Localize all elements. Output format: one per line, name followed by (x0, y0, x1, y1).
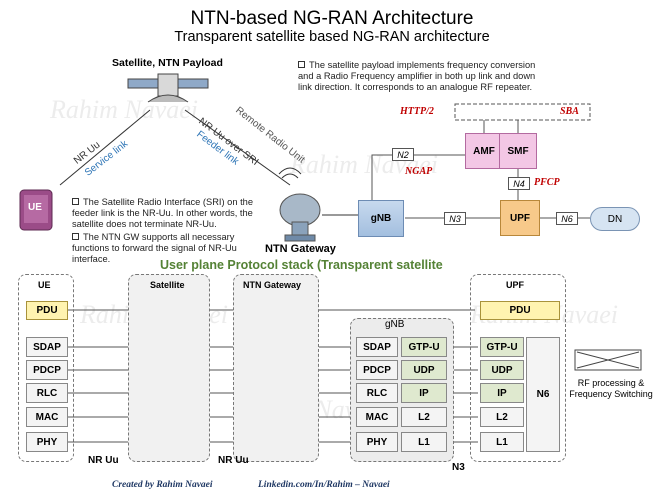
ue-layer-pdu: PDU (26, 301, 68, 320)
gnb-layer-sdap: SDAP (356, 337, 398, 357)
stack-satellite-label: Satellite (150, 280, 185, 290)
gnb-layer-rlc: RLC (356, 383, 398, 403)
sba-label: SBA (560, 106, 579, 117)
nr-uu-stack-label-2: NR Uu (218, 455, 249, 466)
upf-layer-l2: L2 (480, 407, 524, 427)
rf-switch-legend-icon (574, 349, 642, 371)
pfcp-label: PFCP (534, 177, 560, 188)
http2-label: HTTP/2 (400, 106, 434, 117)
gnb-layer-pdcp: PDCP (356, 360, 398, 380)
satellite-label: Satellite, NTN Payload (112, 57, 223, 69)
n2-interface-label: N2 (392, 148, 414, 161)
n3-stack-label: N3 (452, 462, 465, 473)
n6-interface-label: N6 (556, 212, 578, 225)
upf-layer-udp: UDP (480, 360, 524, 380)
note-sri: The Satellite Radio Interface (SRI) on t… (72, 197, 254, 229)
ntn-gateway-dish-icon (278, 167, 321, 242)
gnb-layer-ip: IP (401, 383, 447, 403)
upf-layer-gtpu: GTP-U (480, 337, 524, 357)
ue-layer-pdcp: PDCP (26, 360, 68, 380)
satellite-stack-panel (128, 274, 210, 462)
gnb-node: gNB (358, 200, 404, 237)
upf-node: UPF (500, 200, 540, 236)
stack-gnb-label: gNB (385, 319, 405, 330)
note-gateway: The NTN GW supports all necessary functi… (72, 232, 237, 264)
stack-upf-label: UPF (506, 280, 524, 290)
gnb-layer-phy: PHY (356, 432, 398, 452)
stack-gateway-label: NTN Gateway (243, 280, 302, 290)
nr-uu-stack-label-1: NR Uu (88, 455, 119, 466)
gateway-stack-panel (233, 274, 319, 462)
upf-layer-l1: L1 (480, 432, 524, 452)
stack-title: User plane Protocol stack (Transparent s… (160, 258, 443, 272)
ue-layer-rlc: RLC (26, 383, 68, 403)
n4-interface-label: N4 (508, 177, 530, 190)
page-title: NTN-based NG-RAN Architecture (190, 8, 474, 29)
stack-ue-label: UE (38, 280, 51, 290)
satellite-icon (127, 73, 209, 103)
ue-layer-sdap: SDAP (26, 337, 68, 357)
ue-stack-panel (18, 274, 74, 462)
upf-layer-ip: IP (480, 383, 524, 403)
smf-node: SMF (499, 133, 537, 169)
ue-device-icon (19, 189, 53, 231)
gnb-layer-udp: UDP (401, 360, 447, 380)
gnb-layer-gtpu: GTP-U (401, 337, 447, 357)
note-payload: The satellite payload implements frequen… (298, 60, 536, 92)
ntn-gateway-label: NTN Gateway (265, 243, 336, 255)
gnb-layer-mac: MAC (356, 407, 398, 427)
footer-linkedin: Linkedin.com/In/Rahim – Navaei (258, 480, 390, 490)
upf-layer-n6: N6 (526, 337, 560, 452)
gnb-layer-l1: L1 (401, 432, 447, 452)
rf-processing-label: RF processing & Frequency Switching (569, 378, 653, 399)
dn-node: DN (590, 207, 640, 231)
gnb-layer-l2: L2 (401, 407, 447, 427)
amf-node: AMF (465, 133, 503, 169)
ue-label: UE (28, 202, 42, 213)
upf-layer-pdu: PDU (480, 301, 560, 320)
ngap-label: NGAP (405, 166, 433, 177)
page-subtitle: Transparent satellite based NG-RAN archi… (174, 29, 490, 45)
ue-layer-mac: MAC (26, 407, 68, 427)
footer-created: Created by Rahim Navaei (112, 480, 213, 490)
upf-stack-panel (470, 274, 566, 462)
n3-interface-label: N3 (444, 212, 466, 225)
ue-layer-phy: PHY (26, 432, 68, 452)
